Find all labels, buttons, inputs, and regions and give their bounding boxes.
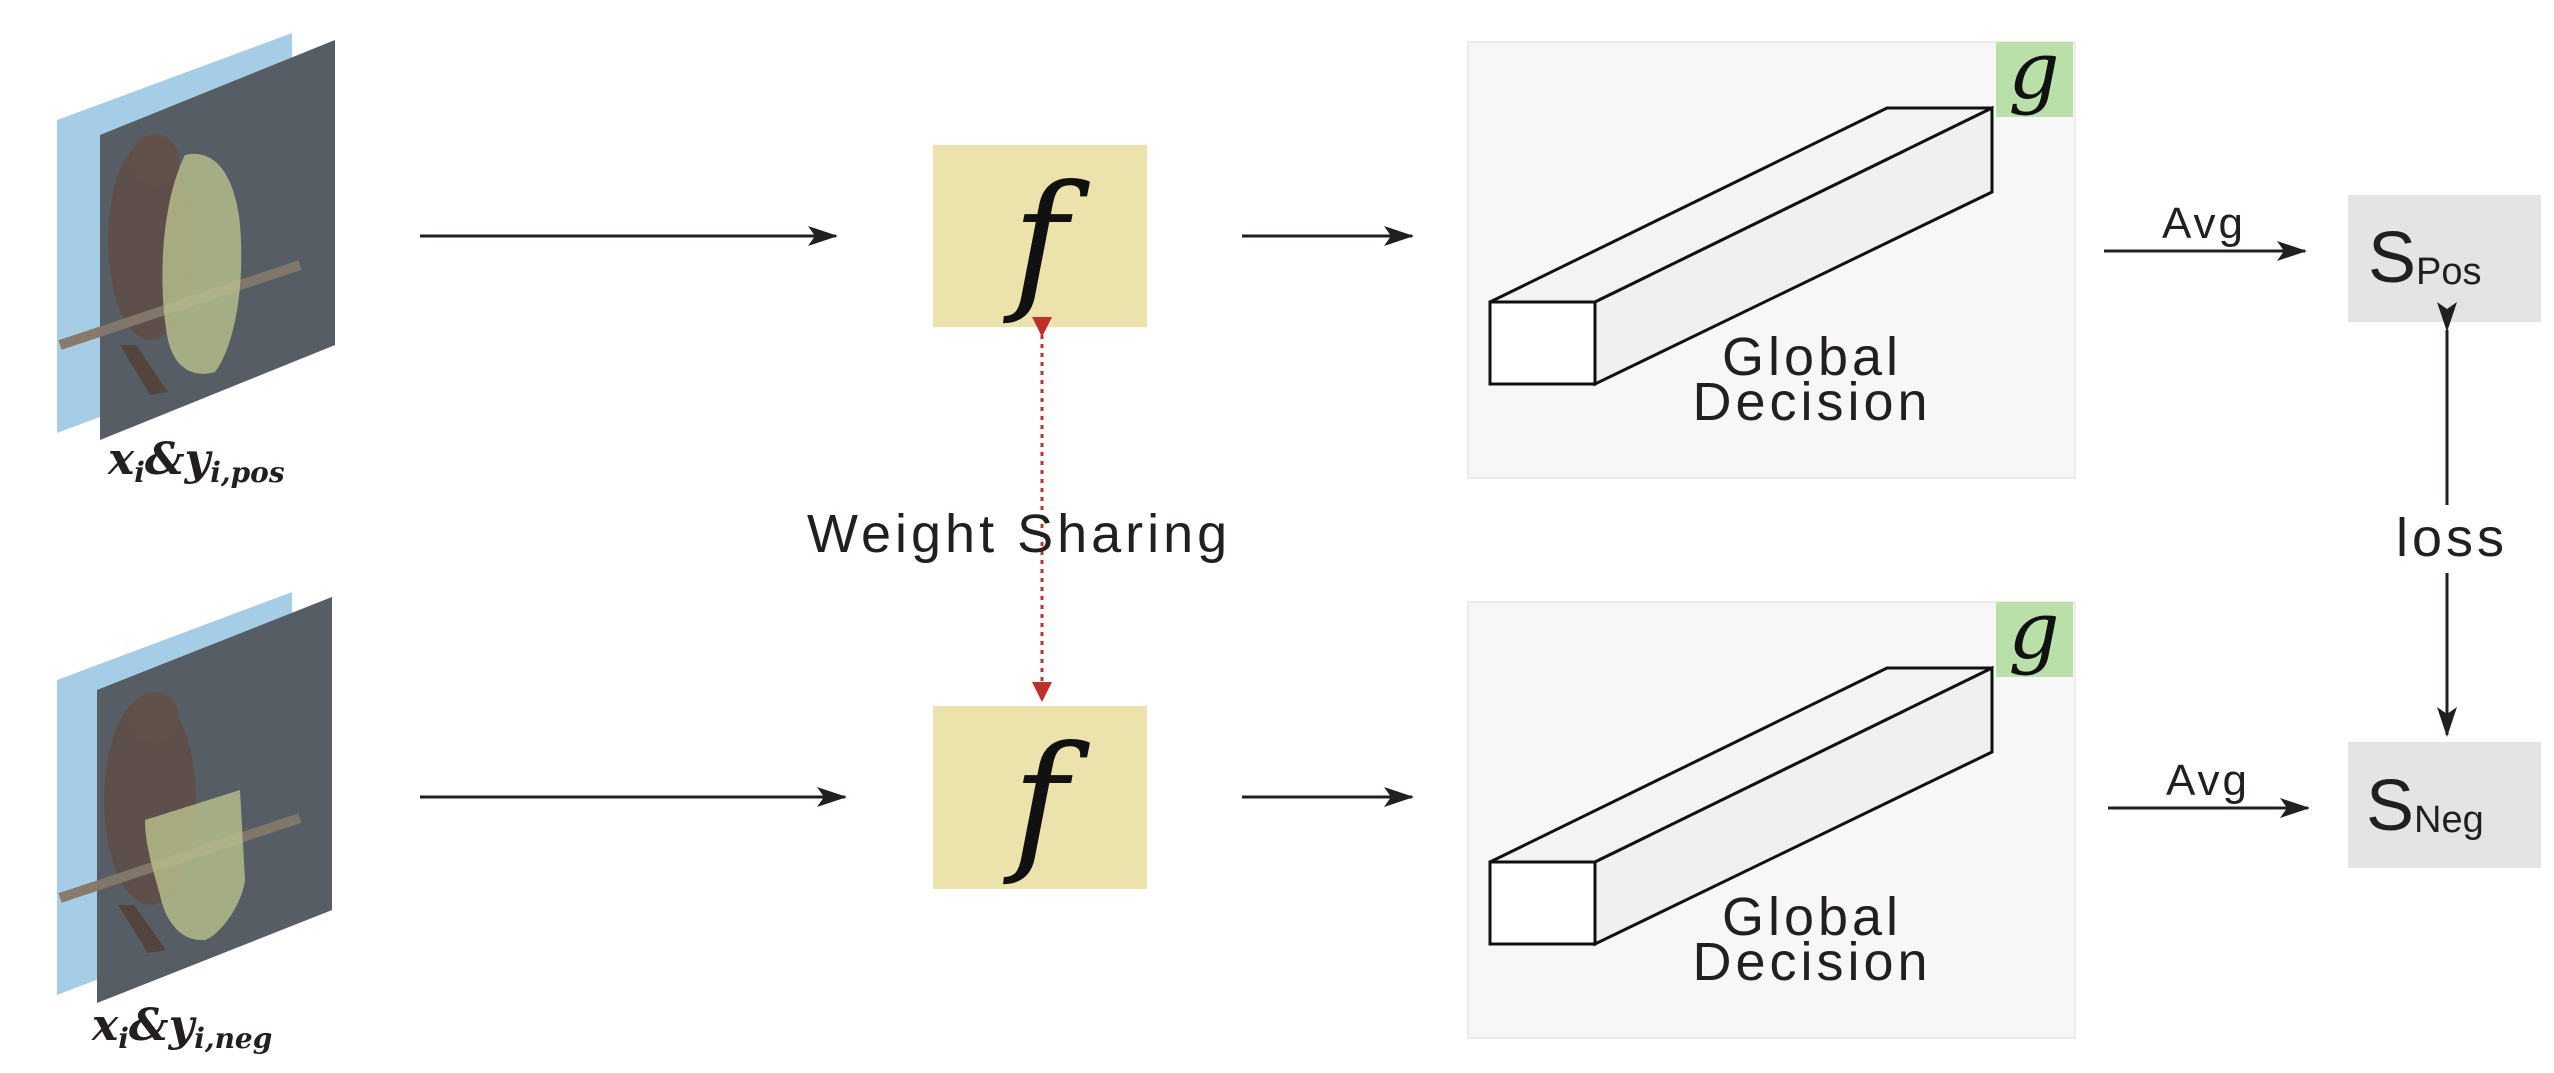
input-stack-pos: [57, 33, 335, 440]
score-box: [2348, 742, 2541, 868]
mask-highlight-neg: [145, 790, 245, 941]
avg-label-neg: Avg: [2166, 756, 2250, 805]
encoder-f-pos: f: [933, 145, 1147, 328]
score-box-pos: SPos: [2348, 195, 2541, 322]
score-label-neg: SNeg: [2366, 766, 2484, 846]
input-stack-neg: [57, 592, 332, 1003]
feature-bar-3d: [1488, 105, 1994, 387]
input-label-neg: xi&yi,neg: [91, 1000, 272, 1055]
loss-label-bg: [2380, 505, 2520, 573]
encoder-box: [933, 145, 1147, 327]
loss-label: loss: [2396, 508, 2508, 568]
gray-overlay-layer: [100, 40, 335, 440]
decision-label-line1: Global: [1722, 887, 1902, 947]
score-box: [2348, 195, 2541, 322]
g-badge: [1996, 42, 2073, 117]
decision-symbol: g: [2008, 24, 2059, 117]
input-label-pos: xi&yi,pos: [107, 434, 285, 489]
weight-sharing-label: Weight Sharing: [807, 504, 1231, 564]
decision-label-line1: Global: [1722, 327, 1902, 387]
score-label-pos: SPos: [2368, 218, 2482, 298]
decision-symbol: g: [2008, 584, 2059, 677]
feature-bar-3d: [1488, 665, 1994, 947]
decision-label-line2: Decision: [1692, 932, 1931, 992]
avg-label-pos: Avg: [2162, 199, 2246, 248]
encoder-f-neg: f: [933, 706, 1147, 889]
mask-highlight-pos: [162, 153, 242, 374]
global-decision-panel-neg: g Global Decision: [1467, 584, 2076, 1039]
gray-overlay-layer: [97, 597, 332, 1003]
decision-label-line2: Decision: [1692, 372, 1931, 432]
encoder-box: [933, 706, 1147, 889]
score-box-neg: SNeg: [2348, 742, 2541, 868]
g-badge: [1996, 602, 2073, 677]
global-decision-panel-pos: g Global Decision: [1467, 24, 2076, 479]
